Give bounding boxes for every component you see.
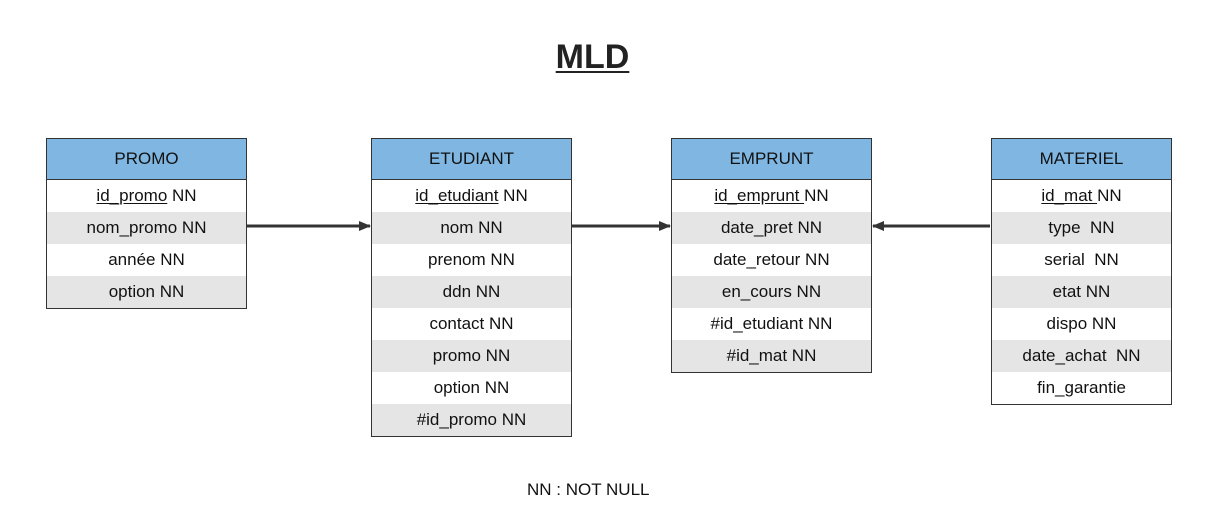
attribute-row: contact NN — [372, 308, 571, 340]
attribute-text: type NN — [1048, 218, 1115, 237]
attribute-row: option NN — [47, 276, 246, 308]
attribute-text: serial NN — [1044, 250, 1119, 269]
attribute-row: #id_etudiant NN — [672, 308, 871, 340]
attribute-row: prenom NN — [372, 244, 571, 276]
attribute-text: en_cours NN — [721, 282, 822, 301]
entity-promo: PROMO id_promo NN nom_promo NN année NN opt… — [46, 138, 247, 309]
attribute-row: fin_garantie — [992, 372, 1171, 404]
attribute-row: année NN — [47, 244, 246, 276]
attribute-row: id_mat NN — [992, 180, 1171, 212]
attribute-row: type NN — [992, 212, 1171, 244]
diagram-title: MLD — [555, 38, 630, 76]
attribute-text: dispo NN — [1046, 314, 1117, 333]
primary-key: id_etudiant — [415, 186, 499, 205]
attribute-row: promo NN — [372, 340, 571, 372]
entity-attributes: id_mat NN type NN serial NN etat NN dispo NN… — [992, 180, 1171, 404]
attribute-row: option NN — [372, 372, 571, 404]
entity-header: ETUDIANT — [372, 139, 571, 180]
attribute-row: serial NN — [992, 244, 1171, 276]
entity-header: PROMO — [47, 139, 246, 180]
entity-attributes: id_emprunt NN date_pret NN date_retour NN e… — [672, 180, 871, 372]
attribute-row: etat NN — [992, 276, 1171, 308]
attribute-text: option NN — [108, 282, 185, 301]
attribute-row: id_etudiant NN — [372, 180, 571, 212]
attribute-row: #id_mat NN — [672, 340, 871, 372]
attribute-row: id_emprunt NN — [672, 180, 871, 212]
attribute-text: date_achat NN — [1022, 346, 1141, 365]
attribute-row: nom_promo NN — [47, 212, 246, 244]
attribute-text: NN — [1097, 186, 1122, 205]
attribute-text: NN — [804, 186, 829, 205]
entity-header: MATERIEL — [992, 139, 1171, 180]
entity-attributes: id_promo NN nom_promo NN année NN option NN — [47, 180, 246, 308]
attribute-text: fin_garantie — [1037, 378, 1126, 397]
attribute-text: #id_mat NN — [726, 346, 817, 365]
attribute-row: date_pret NN — [672, 212, 871, 244]
attribute-row: ddn NN — [372, 276, 571, 308]
attribute-row: date_retour NN — [672, 244, 871, 276]
attribute-text: année NN — [108, 250, 185, 269]
entity-etudiant: ETUDIANT id_etudiant NN nom NN prenom NN dd… — [371, 138, 572, 437]
attribute-text: contact NN — [429, 314, 514, 333]
primary-key: id_promo — [96, 186, 168, 205]
legend-text: NN : NOT NULL — [527, 480, 650, 499]
attribute-row: dispo NN — [992, 308, 1171, 340]
attribute-row: id_promo NN — [47, 180, 246, 212]
entity-header: EMPRUNT — [672, 139, 871, 180]
primary-key: id_emprunt — [714, 186, 805, 205]
attribute-text: date_pret NN — [720, 218, 823, 237]
attribute-text: NN — [498, 186, 528, 205]
attribute-text: #id_promo NN — [416, 410, 527, 429]
attribute-text: #id_etudiant NN — [710, 314, 833, 333]
attribute-text: etat NN — [1052, 282, 1111, 301]
attribute-row: date_achat NN — [992, 340, 1171, 372]
attribute-text: promo NN — [432, 346, 511, 365]
primary-key: id_mat — [1041, 186, 1098, 205]
attribute-text: ddn NN — [442, 282, 501, 301]
entity-materiel: MATERIEL id_mat NN type NN serial NN etat N… — [991, 138, 1172, 405]
attribute-text: nom NN — [440, 218, 503, 237]
attribute-text: NN — [167, 186, 197, 205]
attribute-text: nom_promo NN — [86, 218, 207, 237]
attribute-row: #id_promo NN — [372, 404, 571, 436]
entity-attributes: id_etudiant NN nom NN prenom NN ddn NN conta… — [372, 180, 571, 436]
attribute-text: date_retour NN — [713, 250, 830, 269]
attribute-text: prenom NN — [428, 250, 515, 269]
attribute-row: en_cours NN — [672, 276, 871, 308]
attribute-row: nom NN — [372, 212, 571, 244]
entity-emprunt: EMPRUNT id_emprunt NN date_pret NN date_re… — [671, 138, 872, 373]
attribute-text: option NN — [433, 378, 510, 397]
